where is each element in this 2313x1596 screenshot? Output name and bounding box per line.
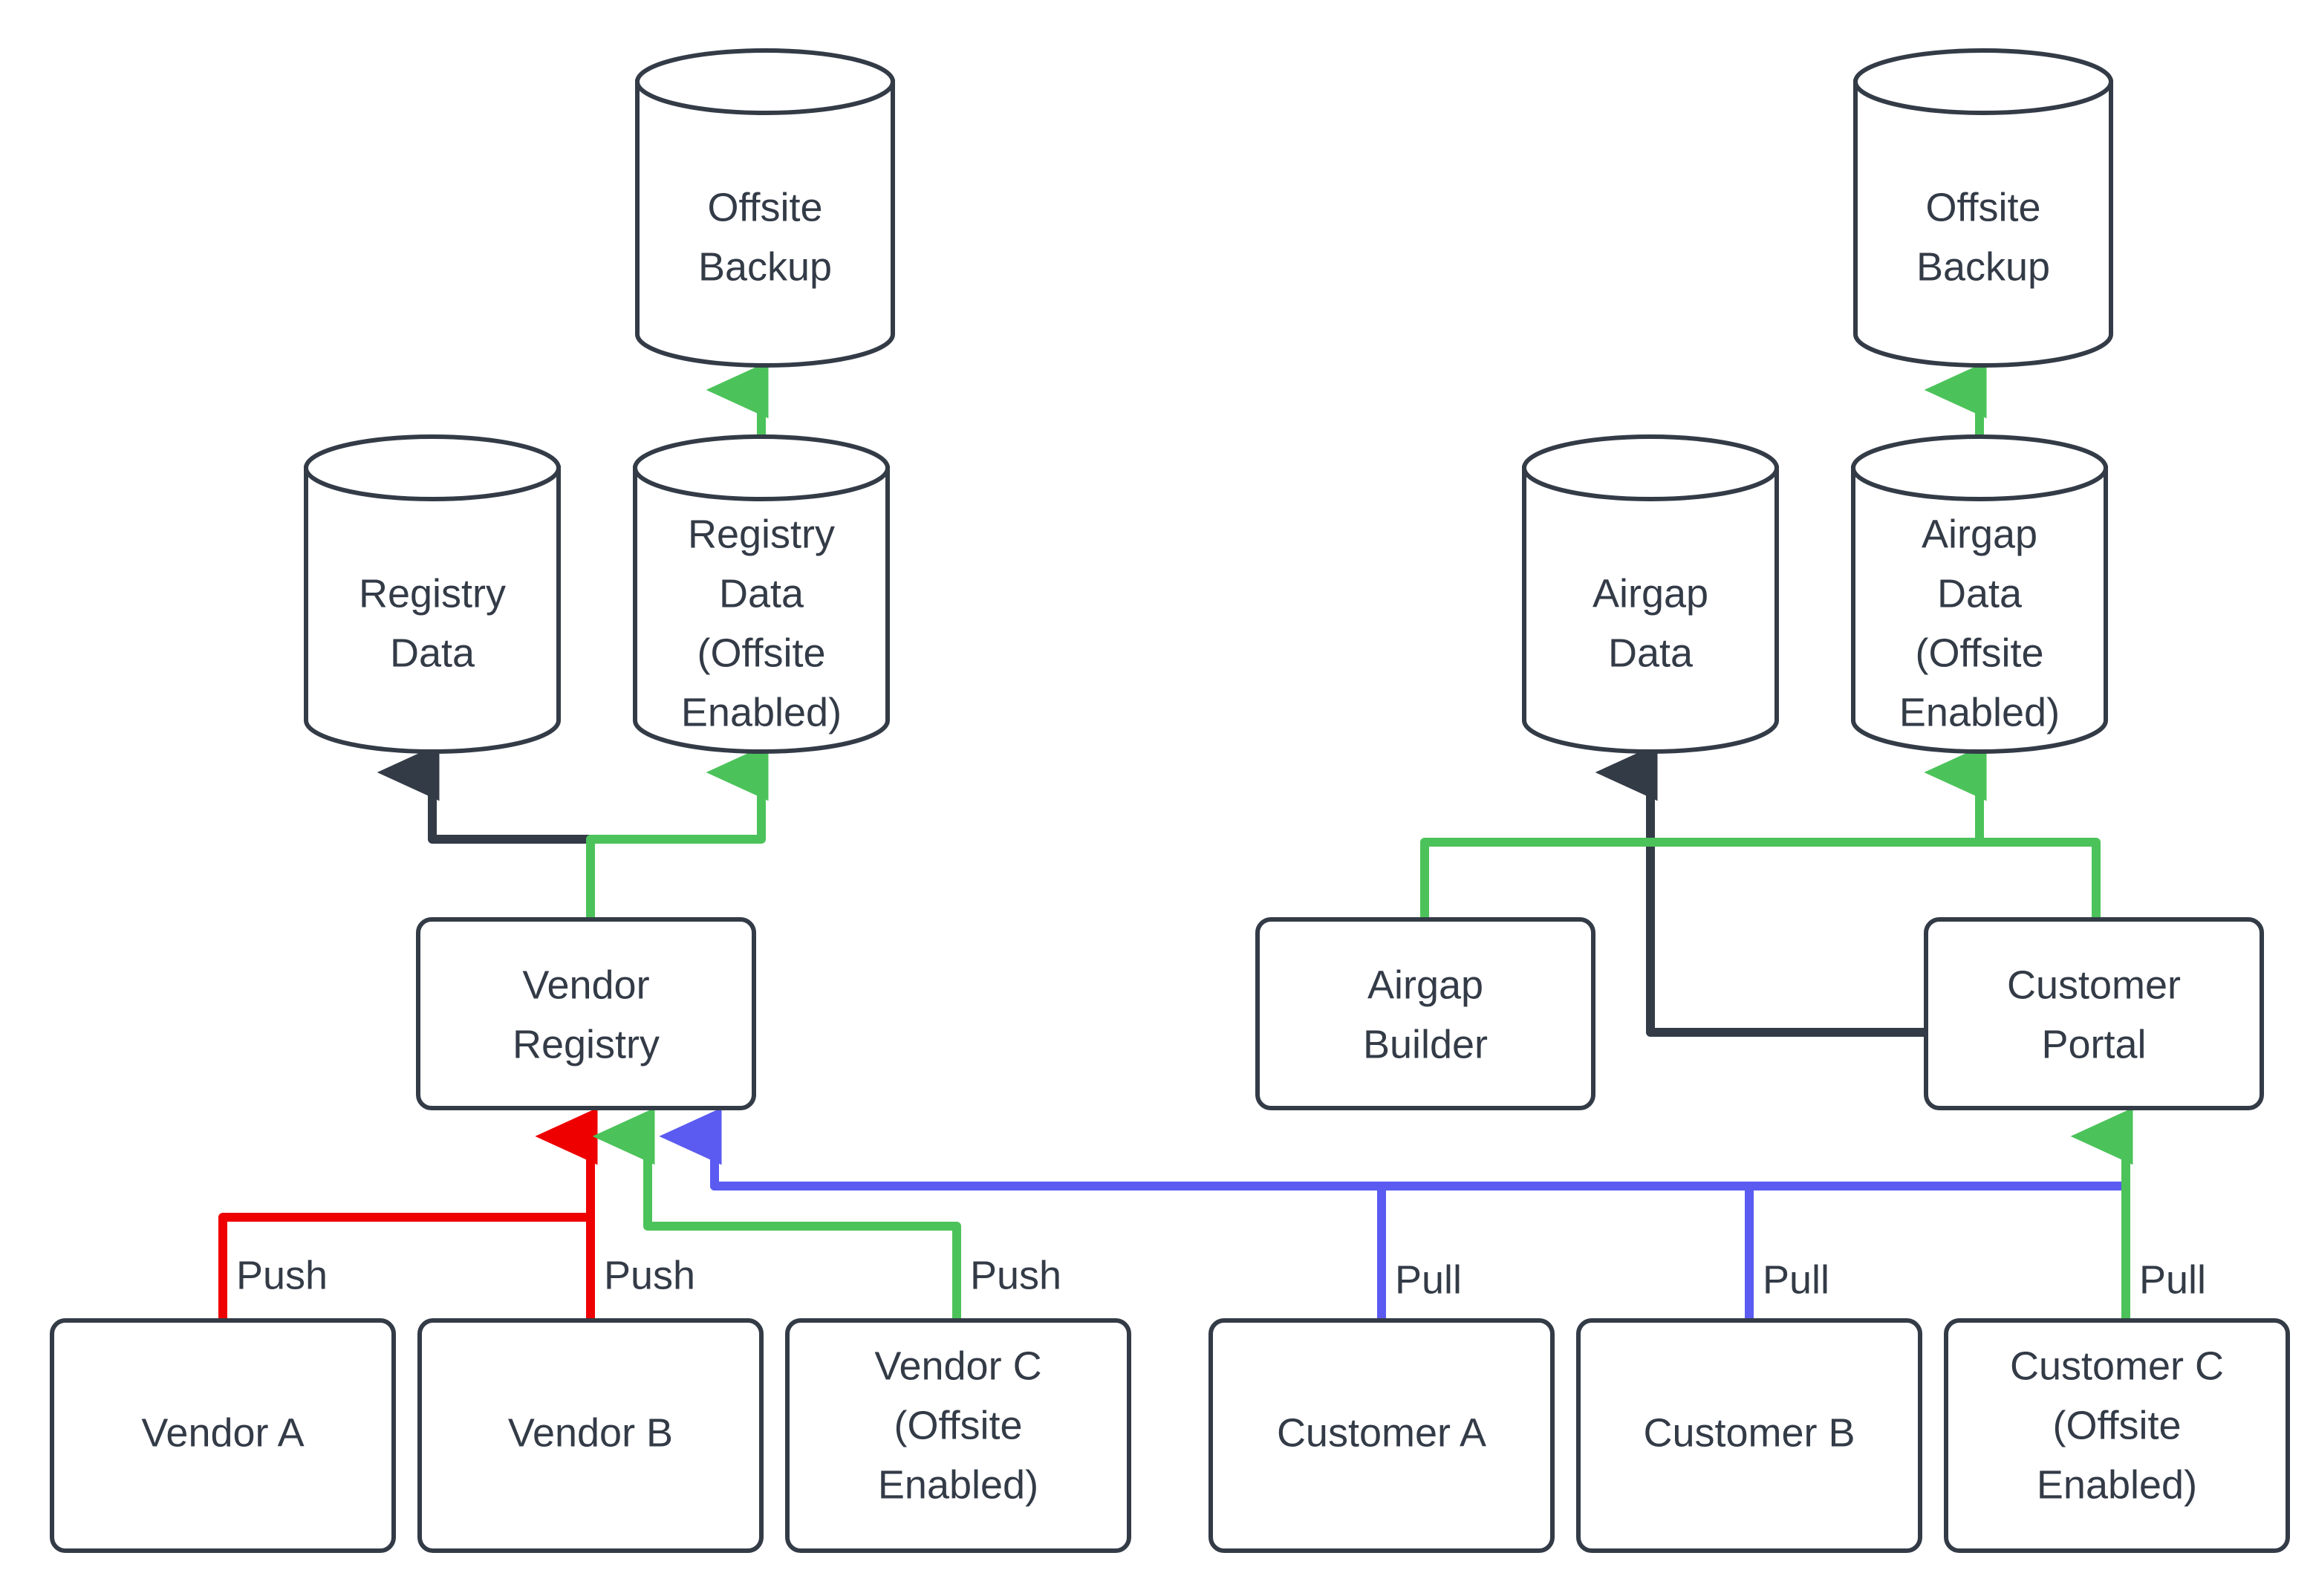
node-vendor-a[interactable]: Vendor A xyxy=(50,1318,396,1553)
registry-data-offsite-line1: Registry xyxy=(688,512,835,556)
node-airgap-data[interactable]: Airgap Data xyxy=(1522,434,1779,754)
registry-data-line2: Data xyxy=(390,631,475,675)
edge-vendor-registry-to-registry-offsite xyxy=(586,743,769,917)
airgap-data-line2: Data xyxy=(1608,631,1694,675)
vendor-a-label: Vendor A xyxy=(141,1410,304,1455)
offsite-backup-right-line2: Backup xyxy=(1916,244,2050,289)
edge-label-vendor-b-push: Push xyxy=(604,1253,695,1297)
airgap-data-offsite-line2: Data xyxy=(1937,571,2023,616)
vendor-c-line2: (Offsite xyxy=(894,1403,1022,1447)
node-offsite-backup-left[interactable]: Offsite Backup xyxy=(635,48,895,368)
node-customer-portal[interactable]: Customer Portal xyxy=(1924,917,2264,1110)
edge-vendor-registry-to-registry-data xyxy=(377,743,595,917)
edge-label-customer-c-pull: Pull xyxy=(2139,1257,2206,1302)
offsite-backup-right-line1: Offsite xyxy=(1925,185,2040,229)
node-airgap-builder[interactable]: Airgap Builder xyxy=(1255,917,1595,1110)
edge-label-vendor-c-push: Push xyxy=(970,1253,1061,1297)
vendor-registry-line1: Vendor xyxy=(522,963,649,1007)
vendor-c-line1: Vendor C xyxy=(874,1343,1041,1388)
customer-b-label: Customer B xyxy=(1643,1410,1855,1455)
node-vendor-b[interactable]: Vendor B xyxy=(417,1318,764,1553)
node-customer-a[interactable]: Customer A xyxy=(1208,1318,1555,1553)
node-customer-c[interactable]: Customer C (Offsite Enabled) xyxy=(1944,1318,2290,1553)
registry-data-offsite-line2: Data xyxy=(719,571,804,616)
vendor-registry-line2: Registry xyxy=(513,1022,660,1066)
node-offsite-backup-right[interactable]: Offsite Backup xyxy=(1853,48,2113,368)
node-registry-data-offsite[interactable]: Registry Data (Offsite Enabled) xyxy=(633,434,890,754)
edge-label-customer-b-pull: Pull xyxy=(1763,1257,1829,1302)
node-vendor-c[interactable]: Vendor C (Offsite Enabled) xyxy=(785,1318,1131,1553)
edge-customer-portal-to-airgap-offsite xyxy=(1924,743,2101,917)
airgap-data-offsite-line1: Airgap xyxy=(1922,512,2037,556)
airgap-data-offsite-line3: (Offsite xyxy=(1915,631,2043,675)
offsite-backup-left-line1: Offsite xyxy=(707,185,822,229)
node-airgap-data-offsite[interactable]: Airgap Data (Offsite Enabled) xyxy=(1851,434,2108,754)
edge-label-vendor-a-push: Push xyxy=(236,1253,328,1297)
vendor-c-line3: Enabled) xyxy=(878,1462,1038,1507)
node-customer-b[interactable]: Customer B xyxy=(1576,1318,1922,1553)
registry-data-line1: Registry xyxy=(359,571,506,616)
edge-label-customer-a-pull: Pull xyxy=(1395,1257,1462,1302)
customer-portal-line2: Portal xyxy=(2041,1022,2146,1066)
customer-portal-line1: Customer xyxy=(2007,963,2181,1007)
edge-vendor-c-push xyxy=(592,1107,961,1318)
registry-data-offsite-line4: Enabled) xyxy=(681,690,842,735)
vendor-b-label: Vendor B xyxy=(508,1410,673,1455)
offsite-backup-left-line2: Backup xyxy=(698,244,832,289)
airgap-builder-line1: Airgap xyxy=(1367,963,1483,1007)
edge-airgap-builder-to-airgap-offsite xyxy=(1420,743,1987,917)
edge-customer-portal-to-airgap-data xyxy=(1595,743,1924,1037)
customer-a-label: Customer A xyxy=(1277,1410,1486,1455)
node-vendor-registry[interactable]: Vendor Registry xyxy=(416,917,756,1110)
airgap-builder-line2: Builder xyxy=(1363,1022,1488,1066)
customer-c-line1: Customer C xyxy=(2010,1343,2224,1388)
registry-data-offsite-line3: (Offsite xyxy=(697,631,825,675)
airgap-data-offsite-line4: Enabled) xyxy=(1899,690,2060,735)
customer-c-line2: (Offsite xyxy=(2052,1403,2181,1447)
airgap-data-line1: Airgap xyxy=(1593,571,1708,616)
customer-c-line3: Enabled) xyxy=(2037,1462,2197,1507)
node-registry-data[interactable]: Registry Data xyxy=(304,434,561,754)
